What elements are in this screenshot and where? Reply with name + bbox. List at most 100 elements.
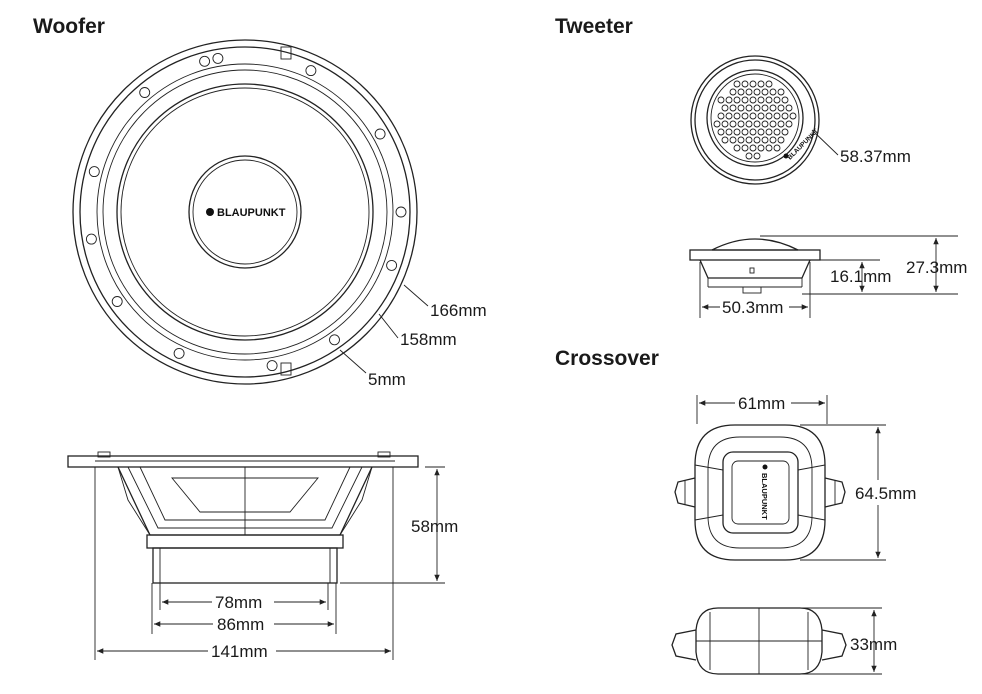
- grille-hole: [765, 112, 773, 120]
- grille-hole: [773, 96, 781, 104]
- grille-hole: [745, 104, 753, 112]
- grille-hole: [717, 128, 725, 136]
- leader-line: [378, 313, 399, 339]
- grille-hole: [757, 96, 765, 104]
- grille-hole: [749, 96, 757, 104]
- mounting-hole: [199, 55, 211, 67]
- leader-line: [339, 349, 367, 374]
- tweeter-side-view: [689, 238, 821, 294]
- crossover-width-label: 61mm: [738, 394, 785, 413]
- grille-hole: [765, 80, 773, 88]
- grille-hole: [745, 152, 753, 160]
- grille-hole: [721, 104, 729, 112]
- mounting-hole: [374, 128, 386, 140]
- grille-hole: [733, 96, 741, 104]
- grille-hole: [737, 104, 745, 112]
- grille-hole: [757, 128, 765, 136]
- grille-hole: [733, 144, 741, 152]
- grille-hole: [785, 104, 793, 112]
- grille-hole: [725, 96, 733, 104]
- woofer-basket-label: 86mm: [217, 615, 264, 634]
- woofer-overall-label: 141mm: [211, 642, 268, 661]
- leader-line: [403, 284, 429, 307]
- grille-hole: [769, 136, 777, 144]
- grille-hole: [753, 104, 761, 112]
- tweeter-body-height-label: 16.1mm: [830, 267, 891, 286]
- crossover-side-view: [671, 607, 847, 675]
- grille-hole: [761, 104, 769, 112]
- grille-hole: [753, 88, 761, 96]
- grille-hole: [789, 112, 797, 120]
- grille-hole: [733, 112, 741, 120]
- grille-hole: [785, 120, 793, 128]
- woofer-cone-diameter-label: 158mm: [400, 330, 457, 349]
- mounting-hole: [212, 52, 224, 64]
- grille-hole: [729, 104, 737, 112]
- leader-line: [811, 129, 839, 156]
- crossover-height-label: 33mm: [850, 635, 897, 654]
- grille-hole: [749, 112, 757, 120]
- crossover-length-label: 64.5mm: [855, 484, 916, 503]
- crossover-brand-logo: BLAUPUNKT: [760, 473, 769, 520]
- grille-hole: [753, 136, 761, 144]
- grille-hole: [781, 112, 789, 120]
- grille-hole: [745, 120, 753, 128]
- grille-hole: [741, 144, 749, 152]
- tweeter-total-height-label: 27.3mm: [906, 258, 967, 277]
- grille-hole: [737, 136, 745, 144]
- grille-hole: [757, 80, 765, 88]
- mounting-hole: [85, 233, 97, 245]
- tweeter-mount-width-label: 50.3mm: [722, 298, 783, 317]
- mounting-hole: [139, 87, 151, 98]
- crossover-top-view: BLAUPUNKT: [674, 424, 846, 561]
- grille-hole: [773, 144, 781, 152]
- grille-hole: [769, 104, 777, 112]
- grille-hole: [745, 136, 753, 144]
- grille-hole: [765, 144, 773, 152]
- grille-hole: [753, 152, 761, 160]
- tweeter-diameter-label: 58.37mm: [840, 147, 911, 166]
- woofer-title: Woofer: [33, 15, 105, 38]
- tweeter-grille: [713, 80, 797, 160]
- grille-hole: [745, 88, 753, 96]
- woofer-hole-label: 5mm: [368, 370, 406, 389]
- grille-hole: [749, 80, 757, 88]
- grille-hole: [733, 128, 741, 136]
- woofer-brand-logo: BLAUPUNKT: [217, 207, 286, 219]
- grille-hole: [721, 120, 729, 128]
- grille-hole: [777, 120, 785, 128]
- grille-hole: [777, 136, 785, 144]
- grille-hole: [741, 112, 749, 120]
- grille-hole: [713, 120, 721, 128]
- grille-hole: [781, 128, 789, 136]
- woofer-front-view: BLAUPUNKT: [72, 39, 418, 385]
- mounting-hole: [395, 206, 407, 218]
- grille-hole: [721, 136, 729, 144]
- grille-hole: [741, 96, 749, 104]
- mounting-tab: [280, 362, 292, 376]
- grille-hole: [757, 144, 765, 152]
- grille-hole: [753, 120, 761, 128]
- grille-hole: [741, 80, 749, 88]
- grille-hole: [733, 80, 741, 88]
- grille-hole: [741, 128, 749, 136]
- grille-hole: [773, 112, 781, 120]
- grille-hole: [773, 128, 781, 136]
- mounting-hole: [173, 347, 185, 359]
- grille-hole: [729, 88, 737, 96]
- grille-hole: [737, 120, 745, 128]
- brand-dot: [206, 208, 214, 216]
- woofer-depth-label: 58mm: [411, 517, 458, 536]
- mounting-hole: [266, 360, 278, 372]
- mounting-hole: [111, 296, 123, 307]
- grille-hole: [725, 112, 733, 120]
- mounting-holes: [85, 52, 407, 372]
- grille-hole: [761, 120, 769, 128]
- grille-hole: [761, 136, 769, 144]
- grille-hole: [761, 88, 769, 96]
- grille-hole: [737, 88, 745, 96]
- grille-hole: [769, 120, 777, 128]
- grille-hole: [769, 88, 777, 96]
- tweeter-title: Tweeter: [555, 15, 633, 38]
